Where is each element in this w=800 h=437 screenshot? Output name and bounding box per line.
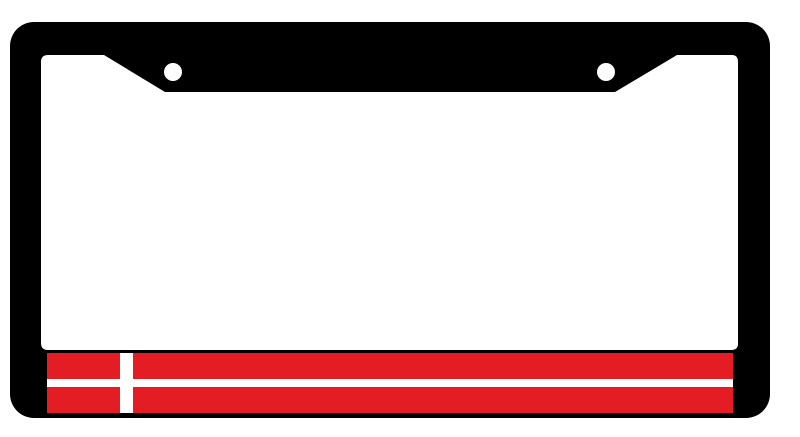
mounting-hole-right	[597, 63, 615, 81]
denmark-flag-icon	[47, 353, 733, 413]
flag-cross-vertical	[120, 353, 133, 413]
flag-cross-horizontal	[47, 379, 733, 387]
plate-opening	[41, 55, 738, 350]
mounting-hole-left	[164, 63, 182, 81]
